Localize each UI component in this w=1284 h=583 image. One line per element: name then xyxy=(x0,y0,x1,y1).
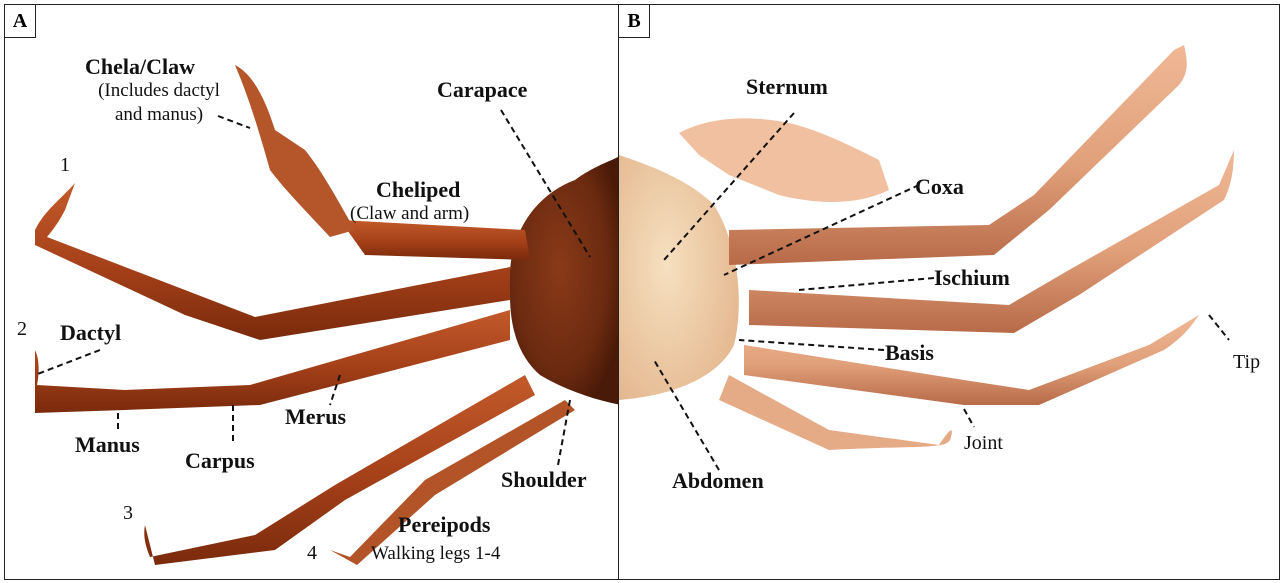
panel-a-dorsal-view: A Chela/Claw (Includes dactyl and manus)… xyxy=(4,4,620,580)
cheliped-arm xyxy=(340,220,530,260)
label-coxa: Coxa xyxy=(915,175,964,198)
panel-a-tag: A xyxy=(5,5,36,38)
label-tip: Tip xyxy=(1233,352,1260,373)
ventral-crab-illustration xyxy=(619,5,1280,580)
label-sternum: Sternum xyxy=(746,75,828,98)
label-carapace: Carapace xyxy=(437,78,527,101)
label-leg-2: 2 xyxy=(17,319,27,340)
label-abdomen: Abdomen xyxy=(672,469,764,492)
label-cheliped-note: (Claw and arm) xyxy=(350,204,469,224)
label-merus: Merus xyxy=(285,405,346,428)
label-manus: Manus xyxy=(75,433,140,456)
label-chela: Chela/Claw xyxy=(85,55,195,78)
label-leg-3: 3 xyxy=(123,503,133,524)
label-chela-note-2: and manus) xyxy=(69,105,249,125)
label-leg-1: 1 xyxy=(60,155,70,176)
ventral-body xyxy=(619,155,739,400)
claw-shape xyxy=(235,65,355,237)
label-joint: Joint xyxy=(964,433,1003,454)
label-dactyl: Dactyl xyxy=(60,321,121,344)
panel-b-ventral-view: B Sternum Coxa Ischium Basis Abdomen Joi… xyxy=(618,4,1280,580)
label-basis: Basis xyxy=(885,341,934,364)
label-pereipods: Pereipods xyxy=(398,513,490,536)
label-shoulder: Shoulder xyxy=(501,468,587,491)
panel-b-tag: B xyxy=(619,5,650,38)
label-carpus: Carpus xyxy=(185,449,255,472)
label-pereipods-note: Walking legs 1-4 xyxy=(371,544,500,564)
label-leg-4: 4 xyxy=(307,543,317,564)
ventral-claw xyxy=(679,118,889,202)
label-chela-note-1: (Includes dactyl xyxy=(69,81,249,101)
carapace-shape xyxy=(509,155,620,405)
label-cheliped: Cheliped xyxy=(376,178,460,201)
label-ischium: Ischium xyxy=(934,266,1010,289)
